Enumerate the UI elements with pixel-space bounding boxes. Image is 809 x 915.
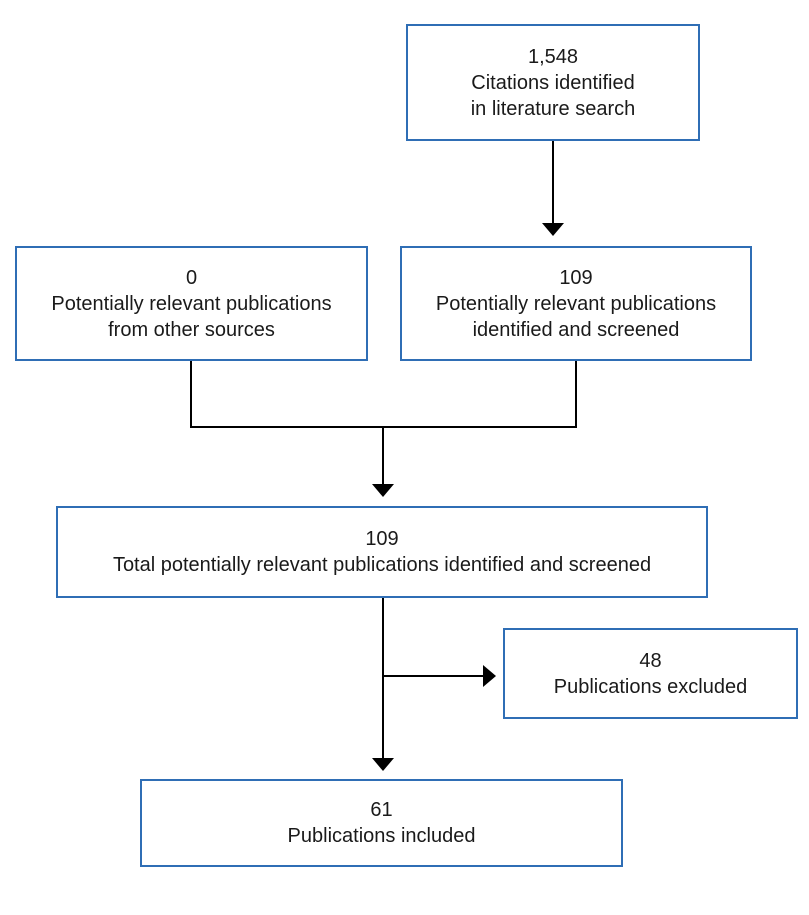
box-identified-screened: 109 Potentially relevant publications id… xyxy=(400,246,752,361)
arrowhead-to-excluded xyxy=(483,665,496,687)
literature-search-label-line-2: in literature search xyxy=(470,97,636,120)
box-included: 61 Publications included xyxy=(140,779,623,867)
box-literature-search: 1,548 Citations identified in literature… xyxy=(406,24,700,141)
literature-search-label-line-1: Citations identified xyxy=(471,71,635,94)
excluded-count: 48 xyxy=(639,649,662,672)
excluded-label: Publications excluded xyxy=(553,675,748,698)
identified-screened-label-line-1: Potentially relevant publications xyxy=(435,292,717,315)
total-screened-label: Total potentially relevant publications … xyxy=(112,554,652,576)
identified-screened-count: 109 xyxy=(559,266,593,289)
arrowhead-to-screened xyxy=(542,223,564,236)
identified-screened-label-line-2: identified and screened xyxy=(472,318,680,341)
other-sources-count: 0 xyxy=(185,266,198,289)
arrowhead-to-included xyxy=(372,758,394,771)
box-other-sources: 0 Potentially relevant publications from… xyxy=(15,246,368,361)
other-sources-label-line-2: from other sources xyxy=(108,318,275,341)
total-screened-count: 109 xyxy=(365,528,399,550)
box-excluded: 48 Publications excluded xyxy=(503,628,798,719)
included-label: Publications included xyxy=(287,825,476,847)
literature-search-count: 1,548 xyxy=(527,45,579,68)
arrowhead-to-total xyxy=(372,484,394,497)
other-sources-label-line-1: Potentially relevant publications xyxy=(51,292,332,315)
connector-merge xyxy=(190,361,577,428)
included-count: 61 xyxy=(370,799,393,821)
box-total-screened: 109 Total potentially relevant publicati… xyxy=(56,506,708,598)
